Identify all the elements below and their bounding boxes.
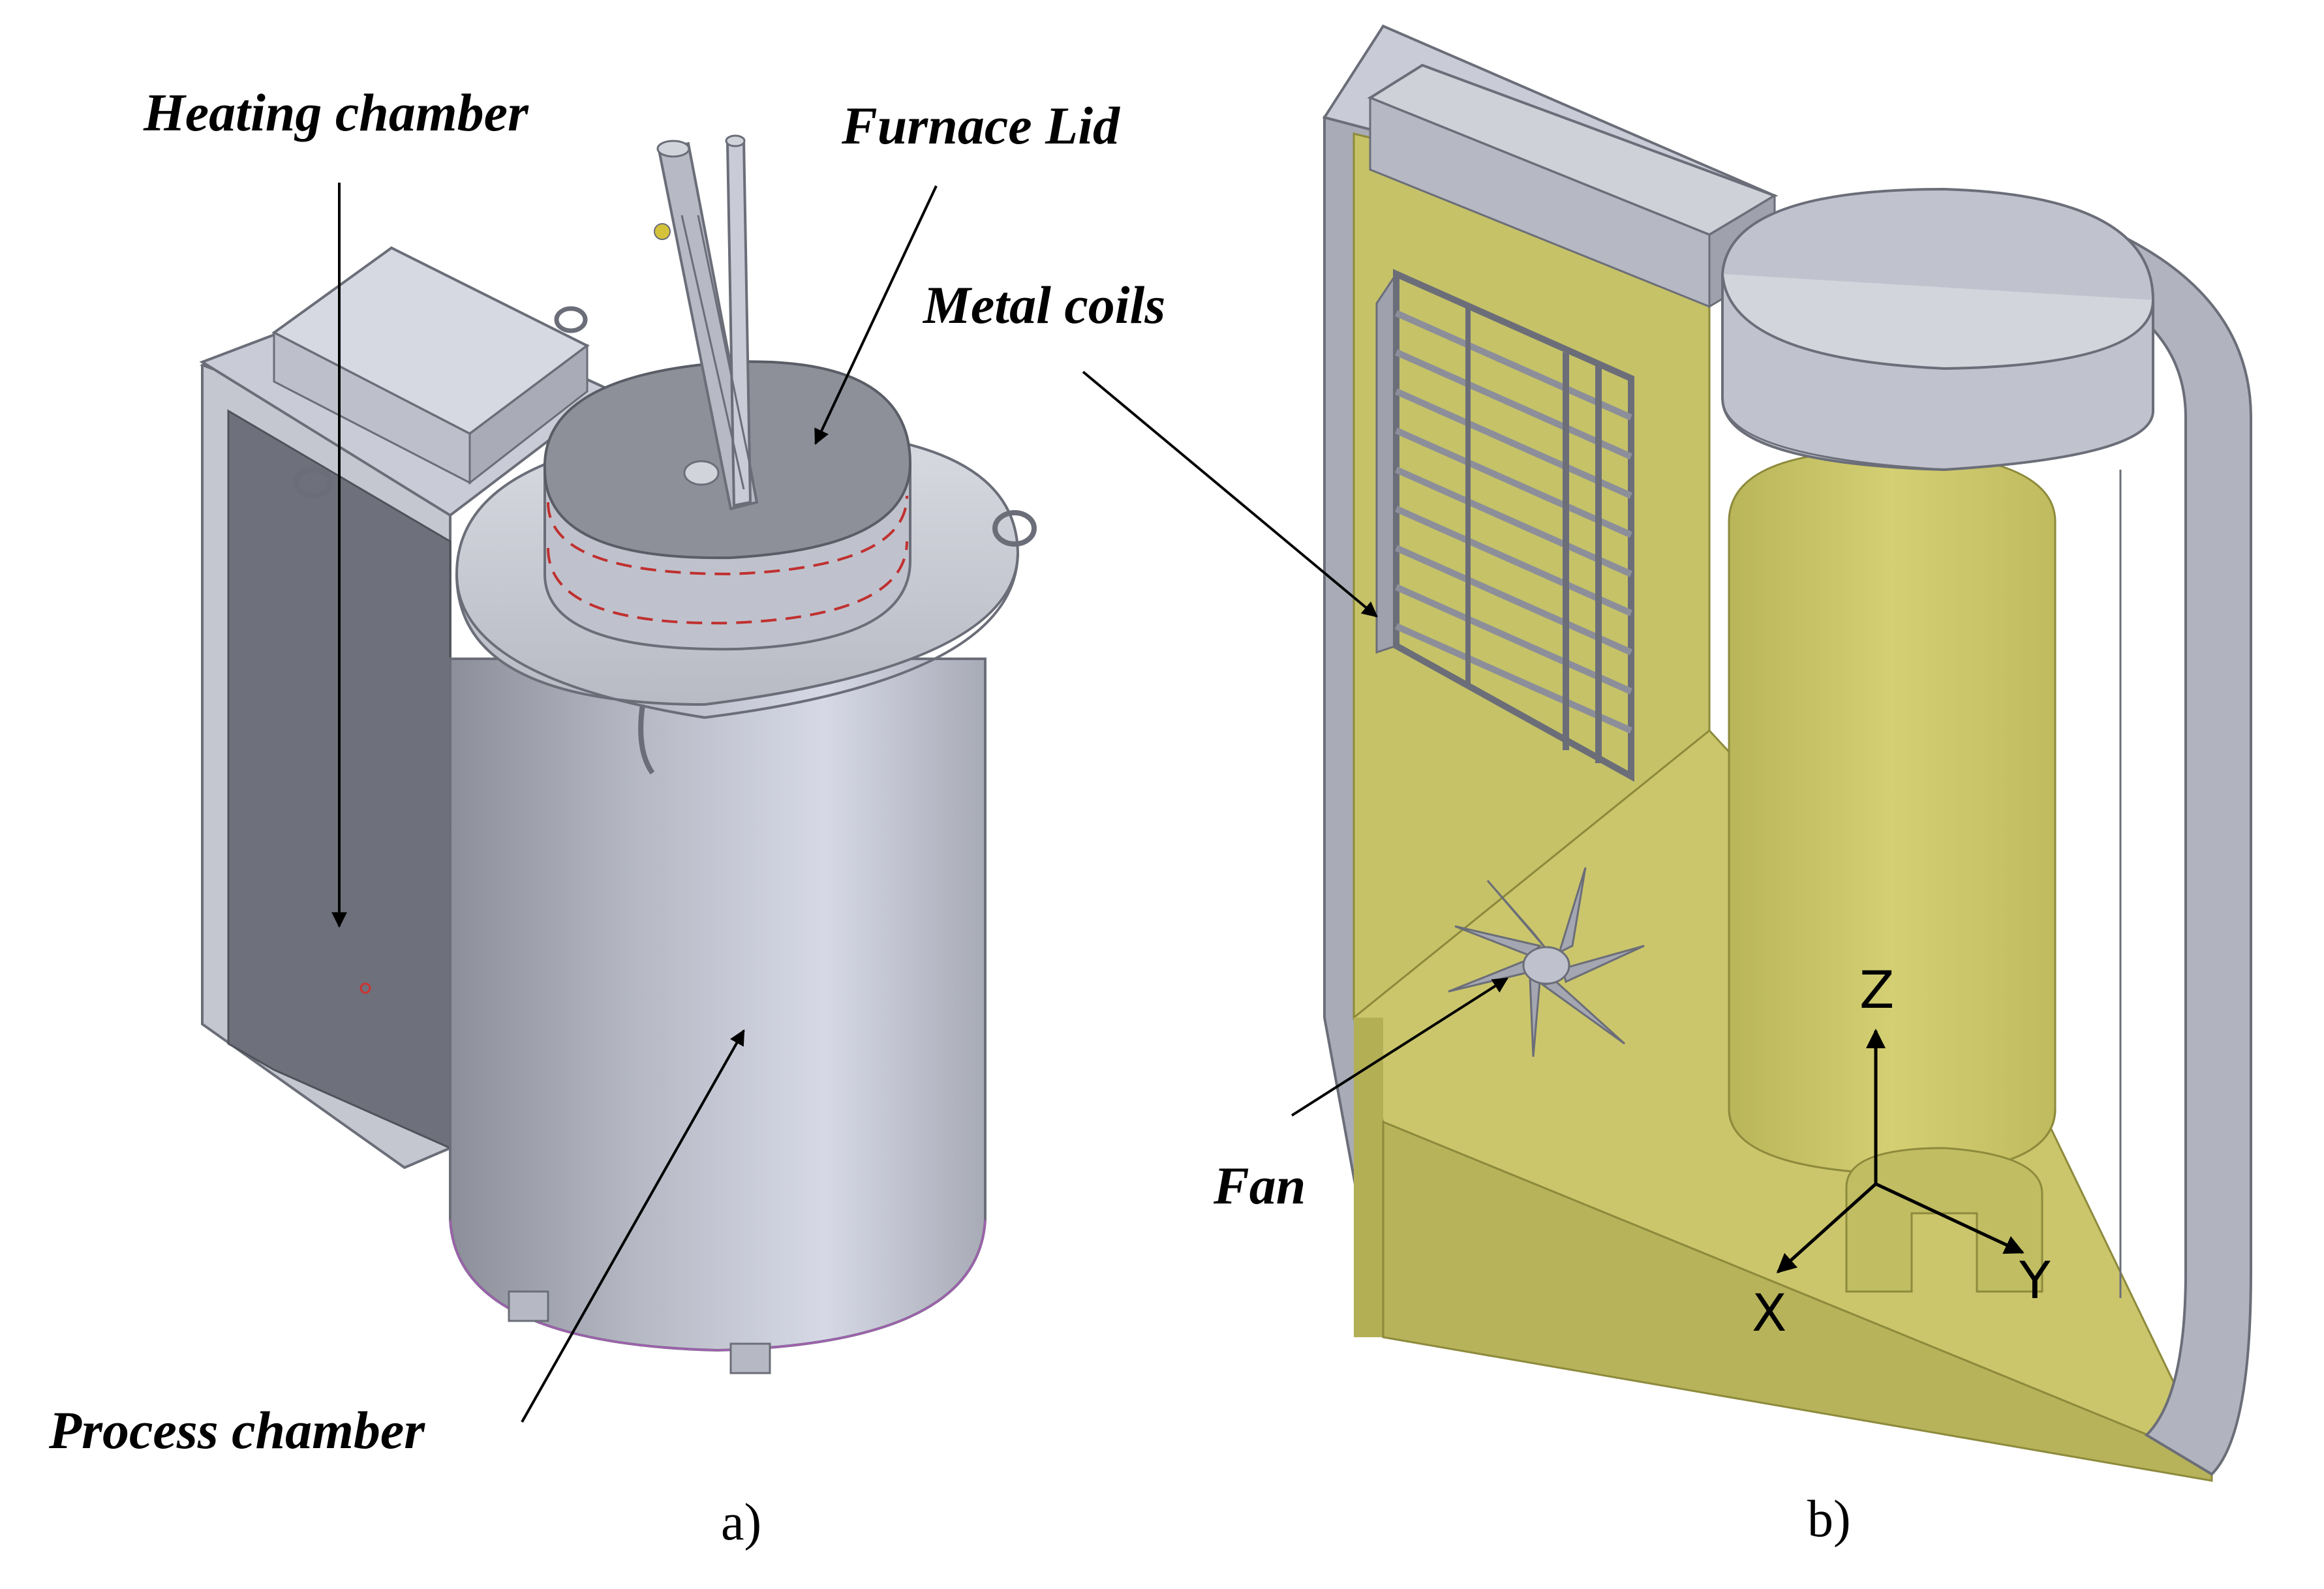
- heating-chamber-box: [199, 246, 616, 1170]
- lid-lever: [654, 134, 759, 511]
- metal-coils: [1375, 269, 1634, 782]
- fan-icon: [1448, 867, 1645, 1057]
- panel-a-label: a): [721, 1494, 761, 1551]
- lifting-lug-icon: [294, 467, 333, 498]
- heating-chamber-label: Heating chamber: [143, 83, 529, 142]
- axis-x-label: X: [1752, 1284, 1786, 1343]
- axis-z-label: Z: [1859, 961, 1894, 1020]
- panel-b-label: b): [1807, 1491, 1851, 1548]
- metal-coils-label: Metal coils: [922, 275, 1165, 335]
- process-chamber-arrow: [521, 1029, 745, 1423]
- process-chamber-cylinder: [449, 658, 986, 1374]
- lifting-lug-icon: [992, 510, 1037, 547]
- furnace-lid-arrow: [814, 185, 938, 446]
- coordinate-axes: Z Y X: [1752, 961, 2051, 1343]
- fan-arrow: [1291, 977, 1509, 1117]
- panel-a-furnace-exterior: Heating chamber Furnace Lid Process cham…: [48, 83, 1120, 1551]
- fan-label: Fan: [1213, 1156, 1306, 1215]
- process-chamber-label: Process chamber: [48, 1400, 425, 1460]
- axis-y-label: Y: [2019, 1252, 2051, 1310]
- metal-coils-arrow: [1082, 371, 1378, 618]
- lifting-lug-icon: [554, 306, 588, 333]
- panel-b-furnace-section: Z Y X Metal coils Fan b): [922, 24, 2252, 1548]
- furnace-lid: [543, 360, 912, 651]
- process-chamber-cutaway: [1721, 187, 2252, 1476]
- furnace-lid-label: Furnace Lid: [841, 96, 1120, 155]
